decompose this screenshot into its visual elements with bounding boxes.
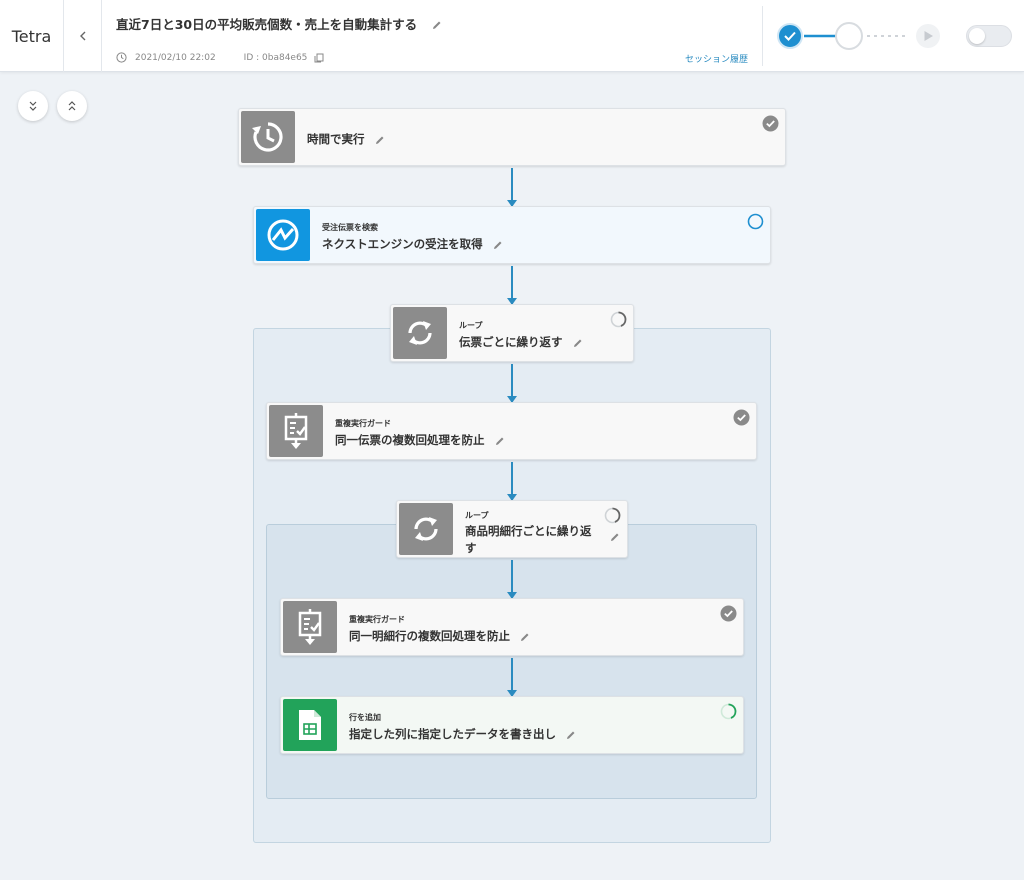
edit-node-icon[interactable] xyxy=(566,730,576,740)
node-loop-line-item[interactable]: ループ 商品明細行ごとに繰り返 す xyxy=(396,500,628,558)
node-nextengine-search[interactable]: 受注伝票を検索 ネクストエンジンの受注を取得 xyxy=(253,206,771,264)
step-idle-icon[interactable] xyxy=(835,22,863,50)
node-title: 同一明細行の複数回処理を防止 xyxy=(349,628,530,644)
loop-icon xyxy=(399,503,453,555)
node-add-row[interactable]: 行を追加 指定した列に指定したデータを書き出し xyxy=(280,696,744,754)
workflow-enable-toggle[interactable] xyxy=(966,25,1012,47)
workflow-meta: 2021/02/10 22:02 ID : 0ba84e65 xyxy=(116,52,324,63)
spreadsheet-icon xyxy=(283,699,337,751)
node-title: 指定した列に指定したデータを書き出し xyxy=(349,726,576,742)
status-done-icon xyxy=(720,605,737,622)
edit-node-icon[interactable] xyxy=(493,240,503,250)
node-duplicate-guard-slip[interactable]: 重複実行ガード 同一伝票の複数回処理を防止 xyxy=(266,402,757,460)
brand-logo[interactable]: Tetra xyxy=(0,0,64,72)
guard-icon xyxy=(269,405,323,457)
guard-icon xyxy=(283,601,337,653)
node-loop-slip[interactable]: ループ 伝票ごとに繰り返す xyxy=(390,304,634,362)
edit-node-icon[interactable] xyxy=(375,135,385,145)
edit-node-icon[interactable] xyxy=(495,436,505,446)
node-subtitle: 重複実行ガード xyxy=(335,419,391,428)
status-done-icon xyxy=(762,115,779,132)
connector-arrow xyxy=(507,168,517,207)
status-done-icon xyxy=(733,409,750,426)
header-divider xyxy=(762,6,763,66)
nextengine-icon xyxy=(256,209,310,261)
edit-node-icon[interactable] xyxy=(520,632,530,642)
node-subtitle: ループ xyxy=(465,511,489,520)
run-stepper xyxy=(777,22,940,50)
updated-datetime: 2021/02/10 22:02 xyxy=(135,52,216,63)
clock-refresh-icon xyxy=(241,111,295,163)
connector-arrow xyxy=(507,658,517,697)
node-subtitle: ループ xyxy=(459,321,483,330)
copy-icon[interactable] xyxy=(314,53,324,63)
connector-arrow xyxy=(507,364,517,403)
collapse-icon xyxy=(29,101,37,111)
node-title-line1: 商品明細行ごとに繰り返 xyxy=(465,524,592,538)
collapse-all-button[interactable] xyxy=(18,91,48,121)
connector-arrow xyxy=(507,462,517,501)
node-title-line2: す xyxy=(465,541,477,555)
step-complete-icon[interactable] xyxy=(777,23,803,49)
node-subtitle: 重複実行ガード xyxy=(349,615,405,624)
status-running-icon xyxy=(720,703,737,720)
loop-icon xyxy=(393,307,447,359)
connector-arrow xyxy=(507,560,517,599)
node-title: 時間で実行 xyxy=(307,131,385,147)
node-subtitle: 行を追加 xyxy=(349,713,381,722)
node-time-trigger[interactable]: 時間で実行 xyxy=(238,108,786,166)
back-button[interactable] xyxy=(64,0,102,72)
expand-icon xyxy=(68,101,76,111)
node-duplicate-guard-line[interactable]: 重複実行ガード 同一明細行の複数回処理を防止 xyxy=(280,598,744,656)
edit-node-icon[interactable] xyxy=(610,532,620,542)
clock-icon xyxy=(116,52,127,63)
node-title: 伝票ごとに繰り返す xyxy=(459,334,583,350)
toggle-knob xyxy=(969,28,985,44)
workflow-id: ID : 0ba84e65 xyxy=(243,52,308,63)
status-running-icon xyxy=(610,311,627,328)
edit-title-icon[interactable] xyxy=(432,20,442,30)
node-title: 同一伝票の複数回処理を防止 xyxy=(335,432,505,448)
app-header: Tetra 直近7日と30日の平均販売個数・売上を自動集計する 2021/02/… xyxy=(0,0,1024,72)
node-title: ネクストエンジンの受注を取得 xyxy=(322,236,503,252)
workflow-title-area: 直近7日と30日の平均販売個数・売上を自動集計する xyxy=(116,14,754,33)
status-pending-icon xyxy=(747,213,764,230)
connector-arrow xyxy=(507,266,517,305)
node-subtitle: 受注伝票を検索 xyxy=(322,223,378,232)
chevron-left-icon xyxy=(79,31,85,41)
workflow-title: 直近7日と30日の平均販売個数・売上を自動集計する xyxy=(116,17,418,32)
play-icon xyxy=(924,31,933,41)
status-running-icon xyxy=(604,507,621,524)
expand-all-button[interactable] xyxy=(57,91,87,121)
edit-node-icon[interactable] xyxy=(573,338,583,348)
session-history-link[interactable]: セッション履歴 xyxy=(685,55,749,65)
